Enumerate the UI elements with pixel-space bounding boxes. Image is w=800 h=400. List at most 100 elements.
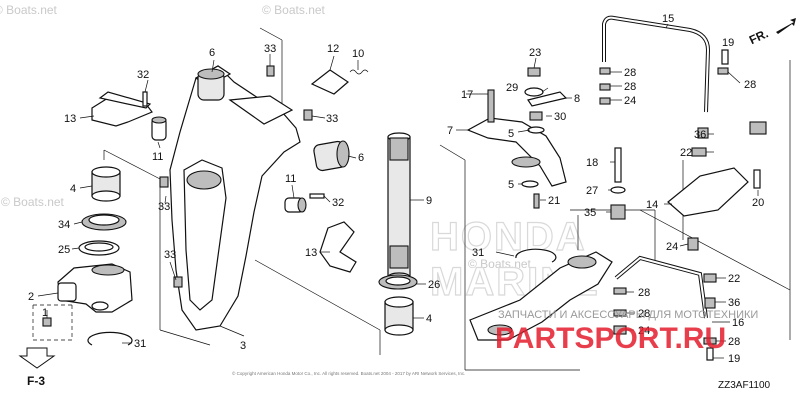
part-20-bolt bbox=[753, 169, 761, 189]
callout-5: 5 bbox=[508, 128, 514, 140]
callout-35: 35 bbox=[584, 207, 596, 219]
part-21-pin bbox=[533, 193, 540, 209]
callout-36: 36 bbox=[728, 297, 740, 309]
callout-6: 6 bbox=[209, 47, 215, 59]
callout-31: 31 bbox=[472, 247, 484, 259]
part-14-plate bbox=[667, 167, 749, 217]
part-12-bracket bbox=[310, 69, 349, 95]
part-29-washer bbox=[524, 87, 544, 97]
part-35-collar bbox=[610, 204, 626, 220]
callout-28: 28 bbox=[638, 308, 650, 320]
callout-21: 21 bbox=[548, 195, 560, 207]
watermark-top: © Boats.net bbox=[262, 3, 326, 17]
part-19-bolt-upper bbox=[721, 49, 729, 65]
callout-6: 6 bbox=[358, 152, 364, 164]
part-1-grease-fitting bbox=[42, 310, 52, 327]
callout-18: 18 bbox=[586, 157, 598, 169]
part-33-bolt-b bbox=[159, 176, 169, 188]
front-direction-indicator: FR. bbox=[747, 18, 796, 47]
callout-13: 13 bbox=[305, 247, 317, 259]
callout-33: 33 bbox=[158, 201, 170, 213]
callout-28: 28 bbox=[624, 67, 636, 79]
front-label: FR. bbox=[747, 26, 770, 47]
callout-22: 22 bbox=[728, 273, 740, 285]
watermark-top-right: © Boats.net bbox=[468, 257, 532, 271]
part-33-bolt-a bbox=[266, 65, 275, 77]
callout-7: 7 bbox=[447, 125, 453, 137]
callout-34: 34 bbox=[58, 219, 70, 231]
reference-label: F-3 bbox=[27, 374, 45, 388]
callout-17: 17 bbox=[461, 89, 473, 101]
watermark-red-brand: PARTSPORT.RU bbox=[495, 322, 726, 355]
part-9-shaft bbox=[387, 132, 411, 282]
callout-22: 22 bbox=[680, 147, 692, 159]
callout-19: 19 bbox=[722, 37, 734, 49]
callout-11: 11 bbox=[152, 151, 163, 163]
callout-9: 9 bbox=[426, 195, 432, 207]
part-22-nut-upper bbox=[691, 147, 707, 157]
down-arrow-icon bbox=[18, 347, 56, 369]
part-2-lower-bracket bbox=[57, 263, 133, 313]
watermark-left: © Boats.net bbox=[1, 195, 65, 209]
part-19-bolt-lower bbox=[706, 347, 714, 361]
part-24-nut-b bbox=[687, 237, 699, 251]
part-6-upper-bushing bbox=[197, 68, 225, 101]
part-10-spring bbox=[349, 69, 369, 75]
diagram-code: ZZ3AF1100 bbox=[718, 380, 770, 391]
callout-24: 24 bbox=[624, 95, 636, 107]
watermark-corner: © Boats.net bbox=[0, 3, 58, 17]
part-18-bolt bbox=[614, 147, 622, 183]
callout-28: 28 bbox=[728, 336, 740, 348]
callout-3: 3 bbox=[240, 340, 246, 352]
callout-19: 19 bbox=[728, 353, 740, 365]
callout-24: 24 bbox=[638, 325, 650, 337]
callout-16: 16 bbox=[732, 317, 744, 329]
callout-32: 32 bbox=[332, 197, 344, 209]
part-31-circlip-left bbox=[87, 331, 133, 346]
part-32-pin-upper bbox=[142, 91, 148, 107]
part-31-circlip-right bbox=[515, 248, 557, 263]
part-36-spacer-lower bbox=[704, 297, 716, 309]
callout-1: 1 bbox=[42, 307, 48, 319]
callout-31: 31 bbox=[134, 338, 146, 350]
part-7-arm bbox=[466, 117, 567, 187]
callout-14: 14 bbox=[646, 199, 658, 211]
part-27-washer bbox=[610, 186, 626, 194]
callout-27: 27 bbox=[586, 185, 598, 197]
callout-33: 33 bbox=[164, 249, 176, 261]
part-13-upper bbox=[91, 91, 153, 127]
callout-4: 4 bbox=[70, 183, 76, 195]
part-28-nut-d bbox=[613, 287, 627, 295]
callout-32: 32 bbox=[137, 69, 149, 81]
part-26-ring bbox=[378, 274, 418, 290]
callout-20: 20 bbox=[752, 197, 764, 209]
watermark-russian: ЗАПЧАСТИ И АКСЕССУАРЫ ДЛЯ МОТОТЕХНИКИ bbox=[498, 309, 758, 321]
callout-10: 10 bbox=[352, 48, 364, 60]
part-13-lower bbox=[319, 221, 357, 273]
part-3-swivel-case bbox=[169, 65, 301, 331]
callout-30: 30 bbox=[554, 111, 566, 123]
part-33-bolt-c bbox=[173, 276, 183, 288]
callout-23: 23 bbox=[529, 47, 541, 59]
callout-13: 13 bbox=[64, 113, 76, 125]
callout-15: 15 bbox=[662, 13, 674, 25]
part-4-bushing-right bbox=[384, 296, 414, 336]
callout-36: 36 bbox=[694, 129, 706, 141]
callout-4: 4 bbox=[426, 313, 432, 325]
part-34-seal bbox=[81, 213, 127, 231]
watermark-brand: HONDA bbox=[430, 215, 587, 259]
copyright-text: © Copyright American Honda Motor Co., In… bbox=[232, 370, 465, 376]
part-15-tube bbox=[602, 15, 711, 113]
part-6-right-bushing bbox=[313, 140, 350, 172]
callout-33: 33 bbox=[326, 113, 338, 125]
part-28-nut-a bbox=[599, 67, 611, 75]
part-28-nut-b bbox=[599, 83, 611, 91]
callout-28: 28 bbox=[638, 287, 650, 299]
callout-24: 24 bbox=[666, 241, 678, 253]
guide-lines bbox=[32, 27, 791, 371]
part-grommet bbox=[749, 121, 767, 135]
part-4-bushing-left bbox=[91, 166, 121, 202]
part-30-nut bbox=[529, 111, 543, 121]
callout-28: 28 bbox=[624, 81, 636, 93]
